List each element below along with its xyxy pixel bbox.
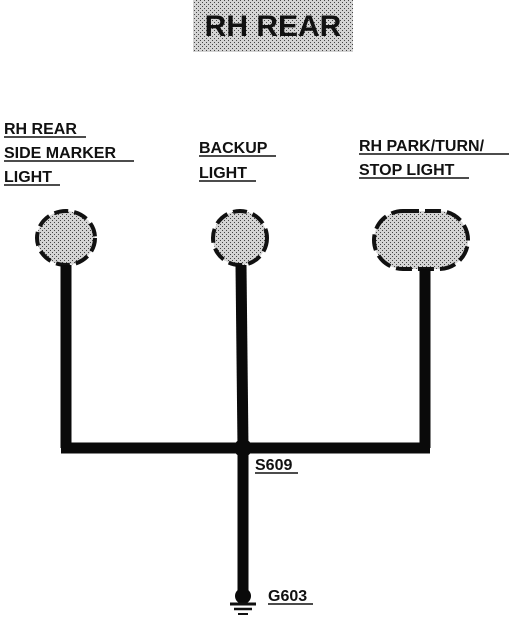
backup-label-line-2: LIGHT (199, 165, 247, 182)
park-turn-stop-label-line-2: STOP LIGHT (359, 162, 455, 179)
park-turn-stop-label: RH PARK/TURN/ STOP LIGHT (359, 138, 509, 179)
side-marker-label-line-2: SIDE MARKER (4, 145, 116, 162)
park-turn-stop-label-line-1: RH PARK/TURN/ (359, 138, 485, 155)
splice-point (234, 439, 252, 457)
ground-label: G603 (268, 588, 307, 605)
side-marker-label-line-1: RH REAR (4, 121, 77, 138)
backup-light-label: BACKUP LIGHT (199, 140, 276, 182)
title-background (193, 0, 353, 52)
backup-wire (235, 264, 249, 449)
backup-label-line-1: BACKUP (199, 140, 268, 157)
side-marker-bulb (35, 209, 97, 267)
park-turn-stop-bulb (372, 209, 470, 271)
ground-symbol (230, 588, 256, 615)
title-block: RH REAR (193, 0, 353, 52)
side-marker-label: RH REAR SIDE MARKER LIGHT (4, 121, 134, 186)
wiring (60, 264, 431, 596)
backup-bulb (211, 209, 269, 267)
side-marker-label-line-3: LIGHT (4, 169, 52, 186)
splice-label: S609 (255, 457, 292, 474)
page-title: RH REAR (205, 10, 342, 43)
